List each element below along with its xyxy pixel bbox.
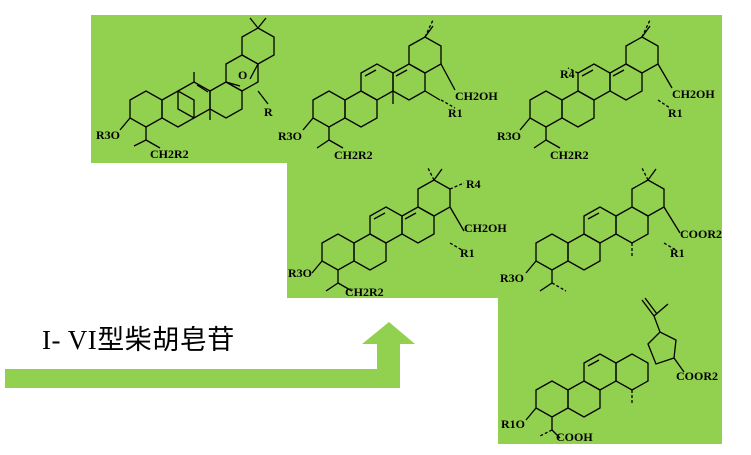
s1-r-label: R [264, 105, 273, 119]
s5-coor2-label: COOR2 [680, 227, 722, 241]
structure-2: CH2OH R1 R3O CH2R2 [278, 19, 498, 162]
s6-r1o-label: R1O [501, 417, 525, 431]
s2-r1-label: R1 [448, 106, 463, 120]
s4-ch2oh-label: CH2OH [464, 221, 507, 235]
s5-r1-label: R1 [670, 246, 685, 260]
s6-cooh-label: COOH [556, 430, 593, 444]
green-panel [91, 15, 722, 444]
s3-ch2r2-label: CH2R2 [550, 148, 589, 162]
s2-ch2oh-label: CH2OH [455, 89, 498, 103]
s5-r3o-label: R3O [500, 271, 524, 285]
s2-r3o-label: R3O [278, 129, 302, 143]
s4-ch2r2-label: CH2R2 [345, 285, 384, 299]
saponin-type-caption: I- VI型柴胡皂苷 [42, 325, 235, 355]
structure-6: COOR2 R1O COOH [501, 297, 718, 444]
s1-o-label: O [238, 68, 247, 82]
s3-r1-label: R1 [668, 106, 683, 120]
s3-r4-label: R4 [560, 67, 575, 81]
s3-r3o-label: R3O [497, 129, 521, 143]
s4-r1-label: R1 [460, 246, 475, 260]
structure-1: O R R3O CH2R2 [96, 17, 275, 161]
s1-r3o-label: R3O [96, 128, 120, 142]
structure-3: R4 CH2OH R1 R3O CH2R2 [497, 19, 715, 162]
s2-ch2r2-label: CH2R2 [334, 148, 373, 162]
s6-coor2-label: COOR2 [676, 369, 718, 383]
s3-ch2oh-label: CH2OH [672, 87, 715, 101]
s1-ch2r2-label: CH2R2 [150, 147, 189, 161]
elbow-arrow [5, 322, 415, 388]
s4-r4-label: R4 [466, 177, 481, 191]
structure-4: R4 CH2OH R1 R3O CH2R2 [288, 167, 507, 299]
structure-5: COOR2 R1 R3O [500, 167, 722, 292]
s4-r3o-label: R3O [288, 266, 312, 280]
